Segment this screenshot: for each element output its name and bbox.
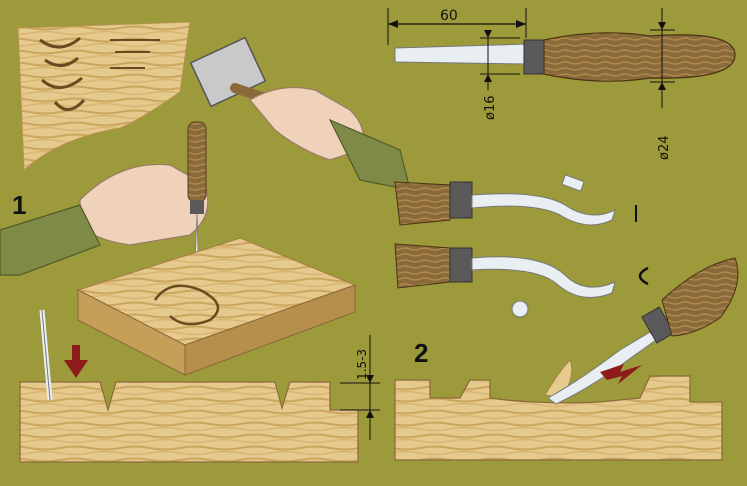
direction-arrow-icon — [600, 364, 642, 384]
dimension-groove-depth: 1.5-3 — [340, 335, 380, 440]
figure-1-number: 1 — [12, 190, 26, 220]
dimension-15-3-label: 1.5-3 — [355, 349, 369, 380]
gouge-cross-section — [394, 359, 723, 461]
curved-chisel-lower — [394, 243, 649, 318]
bent-gouge — [547, 257, 739, 405]
chisel-profile-round-icon — [511, 300, 529, 318]
wood-board — [76, 237, 357, 376]
chisel-profile-curved-icon — [638, 266, 649, 286]
figure-2-number: 2 — [414, 338, 428, 368]
dimension-60-label: 60 — [440, 8, 458, 24]
straight-chisel — [394, 32, 736, 82]
dimension-shank-diameter: ø16 — [480, 30, 520, 120]
curved-chisel-upper — [394, 174, 637, 226]
chisel-profile-flat-icon — [561, 174, 585, 192]
dimension-handle-diameter: ø24 — [650, 8, 675, 160]
dimension-blade-length: 60 — [387, 8, 527, 45]
down-arrow-icon — [64, 345, 88, 378]
left-hand — [0, 163, 209, 276]
groove-cross-section — [19, 309, 359, 463]
dimension-16-label: ø16 — [483, 96, 498, 121]
dimension-24-label: ø24 — [657, 136, 672, 161]
carved-panel-sample — [17, 21, 191, 172]
